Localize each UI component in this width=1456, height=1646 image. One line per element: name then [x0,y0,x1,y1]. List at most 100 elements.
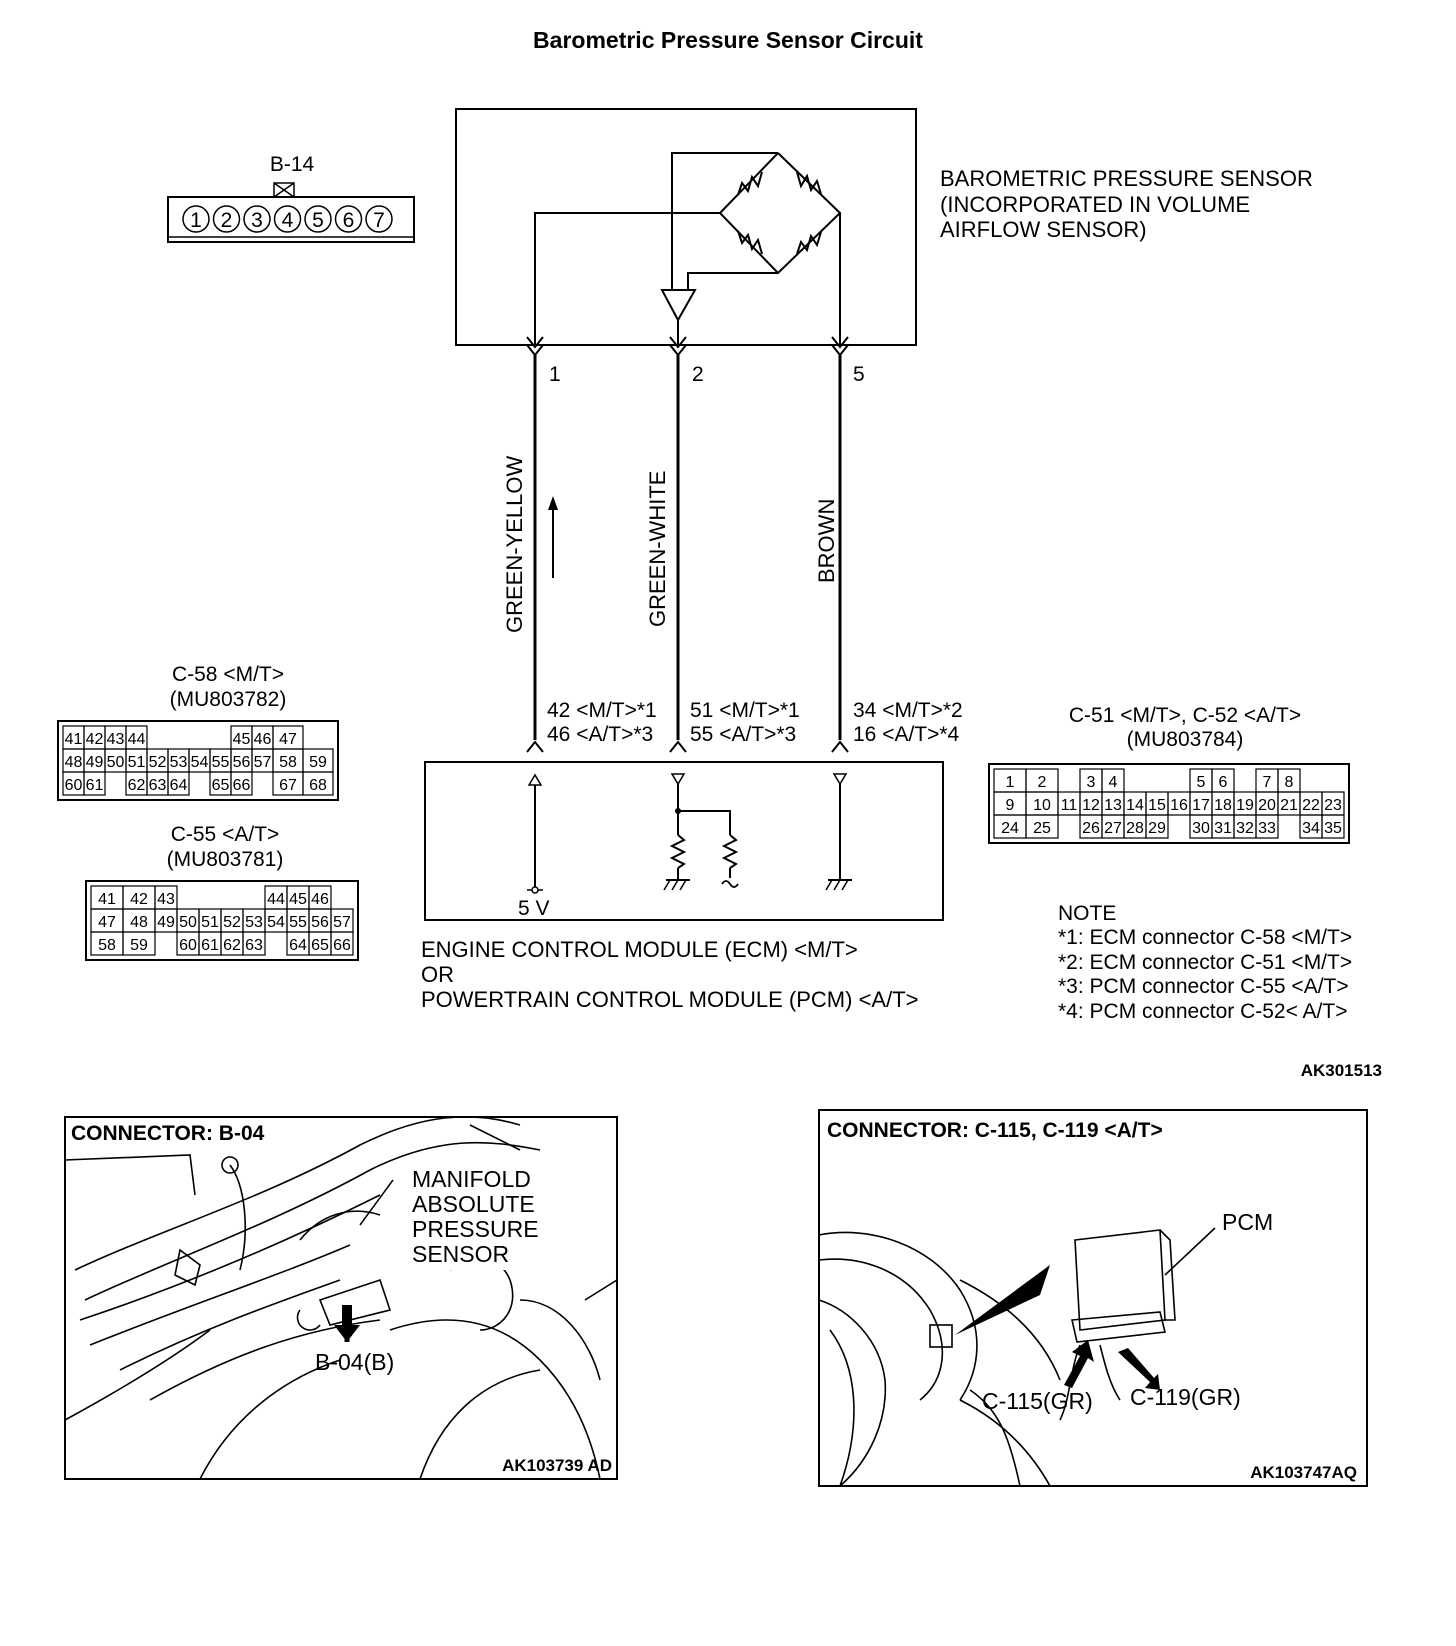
c51-pin-number: 12 [1082,797,1100,814]
c55-part: (MU803781) [167,848,284,871]
c58-pin-number: 51 [128,754,146,771]
c51-outer-frame [988,763,1350,844]
note-3: *3: PCM connector C-55 <A/T> [1058,975,1349,998]
c55-pin-cell [330,931,354,956]
c51-pin-cell [1025,814,1059,839]
c51-pin-number: 35 [1324,820,1342,837]
b14-pin-circle [243,205,271,233]
c55-pin-number: 55 [289,914,307,931]
c51-pin-number: 26 [1082,820,1100,837]
wires: 1 2 5 GREEN-YELLOW GREEN-WHITE BROWN 42 … [502,355,963,753]
c55-outer-frame [85,880,359,961]
c55-pin-number: 46 [311,891,329,908]
c51-pin-number: 11 [1061,797,1078,814]
c58-pin-cell [83,771,106,796]
c51-pin-number: 32 [1236,820,1254,837]
c51-pin-number: 6 [1219,774,1228,791]
c58-pin-cell [302,771,334,796]
c58-pin-number: 59 [309,754,327,771]
b14-pin-number: 7 [373,209,385,232]
c58-pin-number: 62 [128,777,146,794]
c58-part: (MU803782) [170,688,287,711]
c55-pin-number: 44 [267,891,285,908]
c58-outer-frame [57,720,339,801]
c58-pin-number: 58 [279,754,297,771]
c51-pin-number: 13 [1104,797,1122,814]
wire-green-yellow-label: GREEN-YELLOW [502,456,527,633]
c55-pin-number: 62 [223,937,241,954]
c58-pin-number: 46 [254,731,272,748]
c58-pin-number: 48 [65,754,83,771]
pin-1-label: 1 [549,363,561,386]
c55-pin-number: 45 [289,891,307,908]
c51-pin-number: 25 [1033,820,1051,837]
c58-pin-cell [167,771,190,796]
c51-pin-number: 21 [1280,797,1298,814]
callout-line4: SENSOR [412,1241,509,1267]
c58-pin-number: 53 [170,754,188,771]
c51-pin-cell [1145,814,1169,839]
b14-pin-circle [273,205,302,233]
c51-pin-number: 7 [1263,774,1272,791]
notes-heading: NOTE [1058,902,1116,925]
c58-pin-number: 60 [65,777,83,794]
c58-pin-number: 55 [212,754,230,771]
c58-pin-number: 49 [86,754,104,771]
callout-line2: ABSOLUTE [412,1191,535,1217]
c55-pin-number: 43 [157,891,175,908]
c58-pin-number: 57 [254,754,272,771]
c55-pin-number: 41 [98,891,116,908]
c58-pin-number: 50 [107,754,125,771]
c58-pin-number: 64 [170,777,188,794]
panel-right-title: CONNECTOR: C-115, C-119 <A/T> [827,1119,1163,1142]
ecm-pin-w3-a: 34 <M/T>*2 [853,699,963,722]
ecm-label-line1: ENGINE CONTROL MODULE (ECM) <M/T> [421,937,858,962]
panel-right-code: AK103747AQ [1250,1463,1357,1482]
c55-pin-number: 59 [130,937,148,954]
panel-connector-c115-c119: CONNECTOR: C-115, C-119 <A/T> PCM C-115(… [818,1109,1368,1487]
c55-pin-number: 42 [130,891,148,908]
c55-pin-number: 47 [98,914,116,931]
c58-pin-number: 54 [191,754,209,771]
c55-pin-number: 58 [98,937,116,954]
b14-pin-number: 1 [190,209,202,232]
ecm-pin-w1-b: 46 <A/T>*3 [547,723,653,746]
sensor-label-line3: AIRFLOW SENSOR) [940,217,1147,242]
c51-pin-number: 15 [1148,797,1166,814]
c58-pin-number: 52 [149,754,167,771]
c58-pin-number: 42 [86,731,104,748]
c51-pin-number: 24 [1001,820,1019,837]
c55-pin-number: 64 [289,937,307,954]
c51-pin-number: 8 [1285,774,1294,791]
c55-pin-number: 65 [311,937,329,954]
b14-pin-number: 6 [343,209,355,232]
c51-pin-number: 17 [1192,797,1210,814]
c51-pin-number: 33 [1258,820,1276,837]
ecm-pin-w2-a: 51 <M/T>*1 [690,699,800,722]
c55-pin-cell [242,931,266,956]
wire-green-white-label: GREEN-WHITE [645,471,670,627]
b14-pin-number: 2 [221,209,233,232]
c58-pin-number: 43 [107,731,125,748]
c58-pin-number: 63 [149,777,167,794]
ecm-label-line2: OR [421,962,454,987]
b14-pin-circle [304,205,332,233]
c55-pin-cell [122,931,156,956]
sensor-label-line2: (INCORPORATED IN VOLUME [940,192,1250,217]
diagram-code: AK301513 [1301,1061,1382,1080]
c55-pin-number: 60 [179,937,197,954]
c55-pin-number: 61 [201,937,219,954]
c51-pin-number: 4 [1109,774,1118,791]
panel-left-title: CONNECTOR: B-04 [71,1122,265,1145]
c55-pin-number: 66 [333,937,351,954]
c58-pin-number: 56 [233,754,251,771]
wire-brown-label: BROWN [814,499,839,583]
c51-pin-number: 3 [1087,774,1096,791]
b14-pin-circle [365,205,393,233]
c58-pin-number: 67 [279,777,297,794]
c58-pin-number: 47 [279,731,297,748]
